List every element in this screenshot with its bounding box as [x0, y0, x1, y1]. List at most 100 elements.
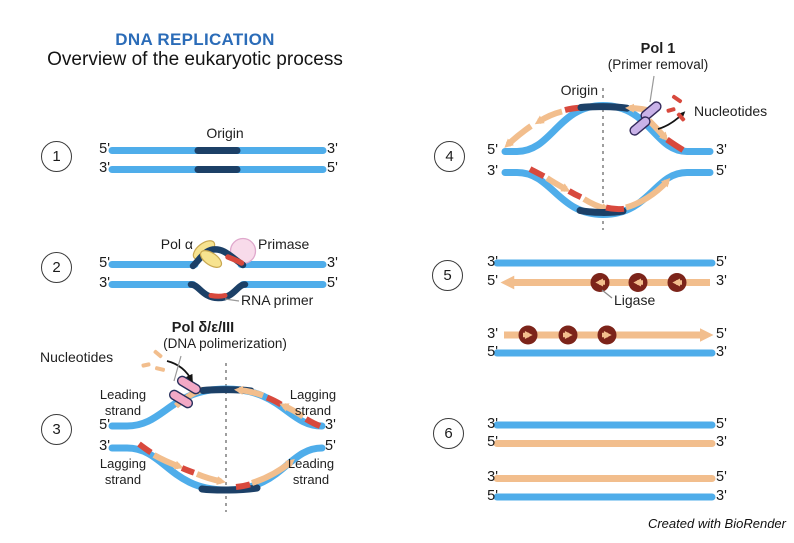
- strand-end-label: 3': [716, 344, 727, 360]
- okazaki-fragment-arrow: [279, 403, 305, 419]
- step5-ligation: [493, 259, 716, 357]
- pol-delta-enzyme-icon: [176, 375, 202, 395]
- leading-strand-label: Leading strand: [99, 387, 147, 419]
- step2-priming: [108, 237, 327, 302]
- diagram-title: DNA REPLICATION: [115, 30, 275, 49]
- step4-number-badge: 4: [434, 141, 465, 172]
- lagging-strand-label: Lagging strand: [99, 456, 147, 488]
- rna-primer-pointer-line: [224, 298, 240, 302]
- rna-primer-label: RNA primer: [241, 292, 314, 308]
- strand-end-label: 3': [487, 469, 498, 485]
- strand-end-label: 3': [487, 326, 498, 342]
- nucleotides-label: Nucleotides: [694, 103, 768, 119]
- strand-end-label: 3': [99, 275, 110, 291]
- rna-primer-segment: [665, 137, 685, 153]
- strand-end-label: 5': [716, 254, 727, 270]
- primase-label: Primase: [258, 236, 310, 252]
- nucleotide-icon: [141, 362, 151, 368]
- strand-end-label: 5': [487, 142, 498, 158]
- nucleotide-icon: [153, 349, 163, 359]
- strand-end-label: 3': [325, 417, 336, 433]
- strand-end-label: 3': [99, 438, 110, 454]
- step1-duplex: [108, 147, 327, 173]
- leading-strand-arrow: [251, 458, 295, 486]
- dna-polymerization-label: (DNA polimerization): [163, 336, 287, 351]
- step3-number-badge: 3: [41, 414, 72, 445]
- strand-end-label: 5': [716, 326, 727, 342]
- strand-end-label: 5': [716, 416, 727, 432]
- strand-end-label: 5': [99, 141, 110, 157]
- strand-end-label: 3': [487, 254, 498, 270]
- strand-end-label: 5': [487, 273, 498, 289]
- strand-end-label: 5': [99, 255, 110, 271]
- leading-strand-arrow: [625, 177, 671, 211]
- rna-primer-segment: [265, 394, 283, 408]
- strand-end-label: 3': [327, 141, 338, 157]
- rna-primer-segment: [605, 204, 625, 213]
- strand-end-label: 3': [327, 255, 338, 271]
- step1-origin-label: Origin: [206, 125, 244, 141]
- diagram-subtitle: Overview of the eukaryotic process: [47, 49, 343, 70]
- pol-alpha-label: Pol α: [160, 236, 193, 252]
- step3-replication-bubble: [108, 349, 326, 512]
- strand-end-label: 3': [716, 488, 727, 504]
- okazaki-fragment-arrow: [152, 452, 184, 470]
- strand-end-label: 5': [99, 417, 110, 433]
- strand-end-label: 5': [327, 275, 338, 291]
- rna-primer-segment: [235, 481, 251, 490]
- strand-end-label: 3': [716, 273, 727, 289]
- rna-primer-segment: [304, 416, 322, 429]
- rna-primer-segment: [180, 465, 195, 476]
- rna-primer-segment: [567, 188, 583, 200]
- nucleotides-arrow: [166, 360, 193, 383]
- step4-primer-removal-bubble: [501, 75, 714, 230]
- nucleotides-arrow: [657, 111, 686, 130]
- strand-end-label: 5': [487, 344, 498, 360]
- strand-end-label: 5': [487, 434, 498, 450]
- strand-end-label: 5': [325, 438, 336, 454]
- ligase-pointer-line: [601, 289, 613, 299]
- strand-end-label: 5': [716, 469, 727, 485]
- strand-end-label: 3': [716, 142, 727, 158]
- step6-number-badge: 6: [433, 418, 464, 449]
- rna-primer-bottom: [208, 293, 228, 299]
- nucleotide-icon: [671, 94, 683, 104]
- pol-alpha-enzyme-icon: [199, 250, 223, 268]
- enzyme-pointer-line: [173, 355, 182, 382]
- rna-primer-top: [225, 254, 245, 266]
- strand-end-label: 3': [487, 163, 498, 179]
- strand-end-label: 3': [716, 434, 727, 450]
- strand-end-label: 3': [487, 416, 498, 432]
- primer-removal-label: (Primer removal): [607, 57, 709, 72]
- pol1-enzyme-icon: [629, 116, 651, 136]
- nucleotide-icon: [676, 112, 686, 122]
- nucleotide-icon: [154, 366, 166, 372]
- step5-number-badge: 5: [432, 260, 463, 291]
- okazaki-fragment-arrow: [534, 108, 563, 125]
- enzyme-pointer-line: [649, 75, 655, 103]
- okazaki-fragment-arrow: [195, 471, 226, 485]
- strand-end-label: 5': [716, 163, 727, 179]
- step4-origin-label: Origin: [560, 82, 598, 98]
- nucleotides-label: Nucleotides: [40, 349, 114, 365]
- okazaki-fragment-arrow: [582, 196, 611, 213]
- lagging-strand-label: Lagging strand: [289, 387, 337, 419]
- strand-end-label: 3': [99, 160, 110, 176]
- origin-segment: [198, 484, 261, 494]
- strand-end-label: 5': [327, 160, 338, 176]
- pol1-label: Pol 1: [640, 41, 676, 57]
- step6-finished-duplexes: [493, 421, 716, 501]
- step2-number-badge: 2: [41, 252, 72, 283]
- pol-delta-enzyme-icon: [168, 389, 194, 409]
- strand-end-label: 5': [487, 488, 498, 504]
- rna-primer-segment: [528, 166, 546, 179]
- biorender-credit: Created with BioRender: [647, 516, 786, 531]
- pol-delta-label: Pol δ/ε/III: [171, 320, 235, 336]
- leading-strand-label: Leading strand: [287, 456, 335, 488]
- okazaki-fragment-arrow: [234, 385, 265, 399]
- nucleotide-icon: [666, 107, 676, 113]
- rna-primer-segment: [137, 441, 153, 456]
- origin-segment: [577, 103, 631, 112]
